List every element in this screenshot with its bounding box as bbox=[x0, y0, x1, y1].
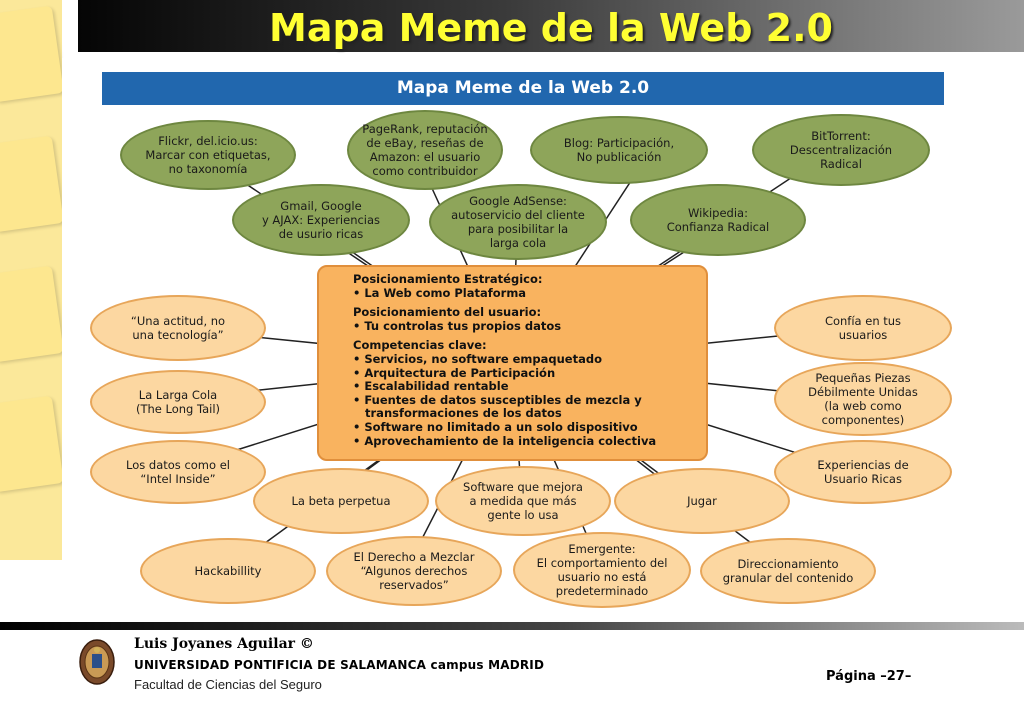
page-number: Página –27– bbox=[826, 669, 912, 684]
node-pagerank: PageRank, reputación de eBay, reseñas de… bbox=[347, 110, 503, 190]
section-item: • Aprovechamiento de la inteligencia col… bbox=[353, 433, 657, 448]
section-title: Posicionamiento Estratégico: bbox=[353, 272, 543, 286]
diagram-header: Mapa Meme de la Web 2.0 bbox=[102, 72, 944, 105]
node-gmail-ajax: Gmail, Google y AJAX: Experiencias de us… bbox=[232, 184, 410, 256]
node-wikipedia: Wikipedia: Confianza Radical bbox=[630, 184, 806, 256]
center-core-box: Posicionamiento Estratégico: • La Web co… bbox=[317, 265, 708, 461]
title-bar bbox=[78, 0, 1024, 52]
center-section-competencies: Competencias clave: • Servicios, no soft… bbox=[353, 339, 694, 448]
node-google-adsense: Google AdSense: autoservicio del cliente… bbox=[429, 184, 607, 260]
node-hackability: Hackabillity bbox=[140, 538, 316, 604]
university-seal-icon bbox=[79, 639, 115, 685]
node-rich-ux: Experiencias de Usuario Ricas bbox=[774, 440, 952, 504]
section-title: Competencias clave: bbox=[353, 338, 487, 353]
section-item: • Servicios, no software empaquetado bbox=[353, 351, 603, 366]
node-long-tail: La Larga Cola (The Long Tail) bbox=[90, 370, 266, 434]
node-play: Jugar bbox=[614, 468, 790, 534]
section-item: transformaciones de los datos bbox=[353, 406, 562, 421]
node-trust-users: Confía en tus usuarios bbox=[774, 295, 952, 361]
section-item: • Tu controlas tus propios datos bbox=[353, 318, 562, 333]
node-blog: Blog: Participación, No publicación bbox=[530, 116, 708, 184]
section-title: Posicionamiento del usuario: bbox=[353, 305, 542, 320]
section-item: • Software no limitado a un solo disposi… bbox=[353, 419, 638, 434]
node-bittorrent: BitTorrent: Descentralización Radical bbox=[752, 114, 930, 186]
node-intel-inside: Los datos como el “Intel Inside” bbox=[90, 440, 266, 504]
node-emergent: Emergente: El comportamiento del usuario… bbox=[513, 532, 691, 608]
center-section-strategic: Posicionamiento Estratégico: • La Web co… bbox=[353, 272, 694, 300]
footer-university: UNIVERSIDAD PONTIFICIA DE SALAMANCA camp… bbox=[134, 658, 545, 672]
node-right-to-remix: El Derecho a Mezclar “Algunos derechos r… bbox=[326, 536, 502, 606]
node-perpetual-beta: La beta perpetua bbox=[253, 468, 429, 534]
node-small-pieces: Pequeñas Piezas Débilmente Unidas (la we… bbox=[774, 362, 952, 436]
section-item: • Fuentes de datos susceptibles de mezcl… bbox=[353, 392, 642, 407]
background-sticky-notes bbox=[0, 0, 64, 560]
node-software-improves: Software que mejora a medida que más gen… bbox=[435, 466, 611, 536]
meme-map-diagram: Mapa Meme de la Web 2.0 Flickr, del.i bbox=[62, 58, 972, 618]
node-granular-addressing: Direccionamiento granular del contenido bbox=[700, 538, 876, 604]
section-item: • Escalabilidad rentable bbox=[353, 379, 509, 394]
footer-divider bbox=[0, 622, 1024, 630]
section-item: • La Web como Plataforma bbox=[353, 285, 527, 300]
section-item: • Arquitectura de Participación bbox=[353, 365, 556, 380]
footer-faculty: Facultad de Ciencias del Seguro bbox=[134, 677, 322, 692]
footer-author: Luis Joyanes Aguilar © bbox=[134, 636, 314, 652]
node-attitude: “Una actitud, no una tecnología” bbox=[90, 295, 266, 361]
page-title: Mapa Meme de la Web 2.0 bbox=[269, 6, 833, 50]
node-flickr-delicious: Flickr, del.icio.us: Marcar con etiqueta… bbox=[120, 120, 296, 190]
center-section-user: Posicionamiento del usuario: • Tu contro… bbox=[353, 306, 694, 333]
